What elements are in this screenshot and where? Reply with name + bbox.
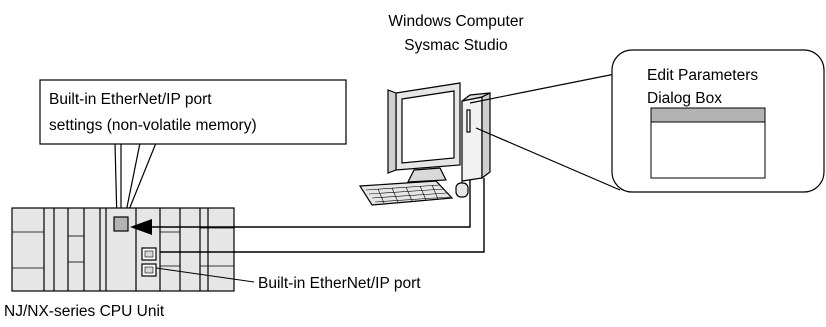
mouse-icon xyxy=(455,182,469,198)
keyboard-icon xyxy=(358,180,454,206)
computer-label-line1: Windows Computer xyxy=(388,13,523,30)
ethernet-cable xyxy=(160,178,485,253)
port-settings-memory xyxy=(113,216,129,232)
cpu-unit-rack xyxy=(11,207,235,292)
computer-label: Windows Computer Sysmac Studio xyxy=(388,13,523,54)
transfer-arrow-icon xyxy=(130,219,152,235)
dialog-titlebar xyxy=(650,107,766,123)
settings-transfer-line xyxy=(152,180,471,228)
computer-icon xyxy=(358,82,491,206)
settings-label-line2: settings (non-volatile memory) xyxy=(49,117,257,134)
dialog-label-line2: Dialog Box xyxy=(647,90,722,107)
settings-label-line1: Built-in EtherNet/IP port xyxy=(49,91,212,108)
dialog-label-line1: Edit Parameters xyxy=(647,67,758,84)
settings-callout-box xyxy=(39,79,347,145)
cpu-unit-label: NJ/NX-series CPU Unit xyxy=(4,303,165,320)
dialog-callout: Edit Parameters Dialog Box xyxy=(469,49,825,193)
monitor-screen xyxy=(401,90,455,164)
tower-icon xyxy=(461,96,483,182)
port-label-leader xyxy=(155,267,255,283)
settings-callout: Built-in EtherNet/IP port settings (non-… xyxy=(39,79,347,223)
network-cables xyxy=(152,178,485,253)
port-label: Built-in EtherNet/IP port xyxy=(258,275,421,292)
computer-label-line2: Sysmac Studio xyxy=(404,37,507,54)
